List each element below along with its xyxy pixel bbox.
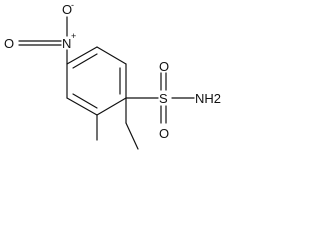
sulfonyl-oxygen-bottom-label: O [159, 126, 169, 141]
chemical-structure-diagram: N + O O - S O O NH2 [4, 0, 221, 150]
nitro-nitrogen-label: N [62, 36, 71, 51]
nitro-oxygen-top-label: O [62, 2, 72, 17]
nitro-oxygen-left-label: O [4, 36, 14, 51]
amine-label: NH2 [195, 91, 221, 106]
sulfonyl-oxygen-top-label: O [159, 59, 169, 74]
ring-double-bond [72, 93, 98, 109]
sulfonamide-group: S O O NH2 [125, 59, 221, 141]
sulfur-label: S [159, 91, 168, 106]
nitro-oxygen-top-charge: - [71, 0, 74, 10]
ring-bond [96, 97, 127, 116]
methyl-groups [96, 97, 139, 150]
ring-bond [66, 46, 98, 65]
nitro-nitrogen-charge: + [71, 31, 76, 41]
ring-double-bond [72, 53, 98, 69]
nitro-group: N + O O - [4, 0, 76, 65]
ring-bond [96, 46, 127, 65]
benzene-ring [66, 46, 127, 116]
methyl-bond [125, 122, 139, 150]
ring-bond [66, 97, 98, 116]
